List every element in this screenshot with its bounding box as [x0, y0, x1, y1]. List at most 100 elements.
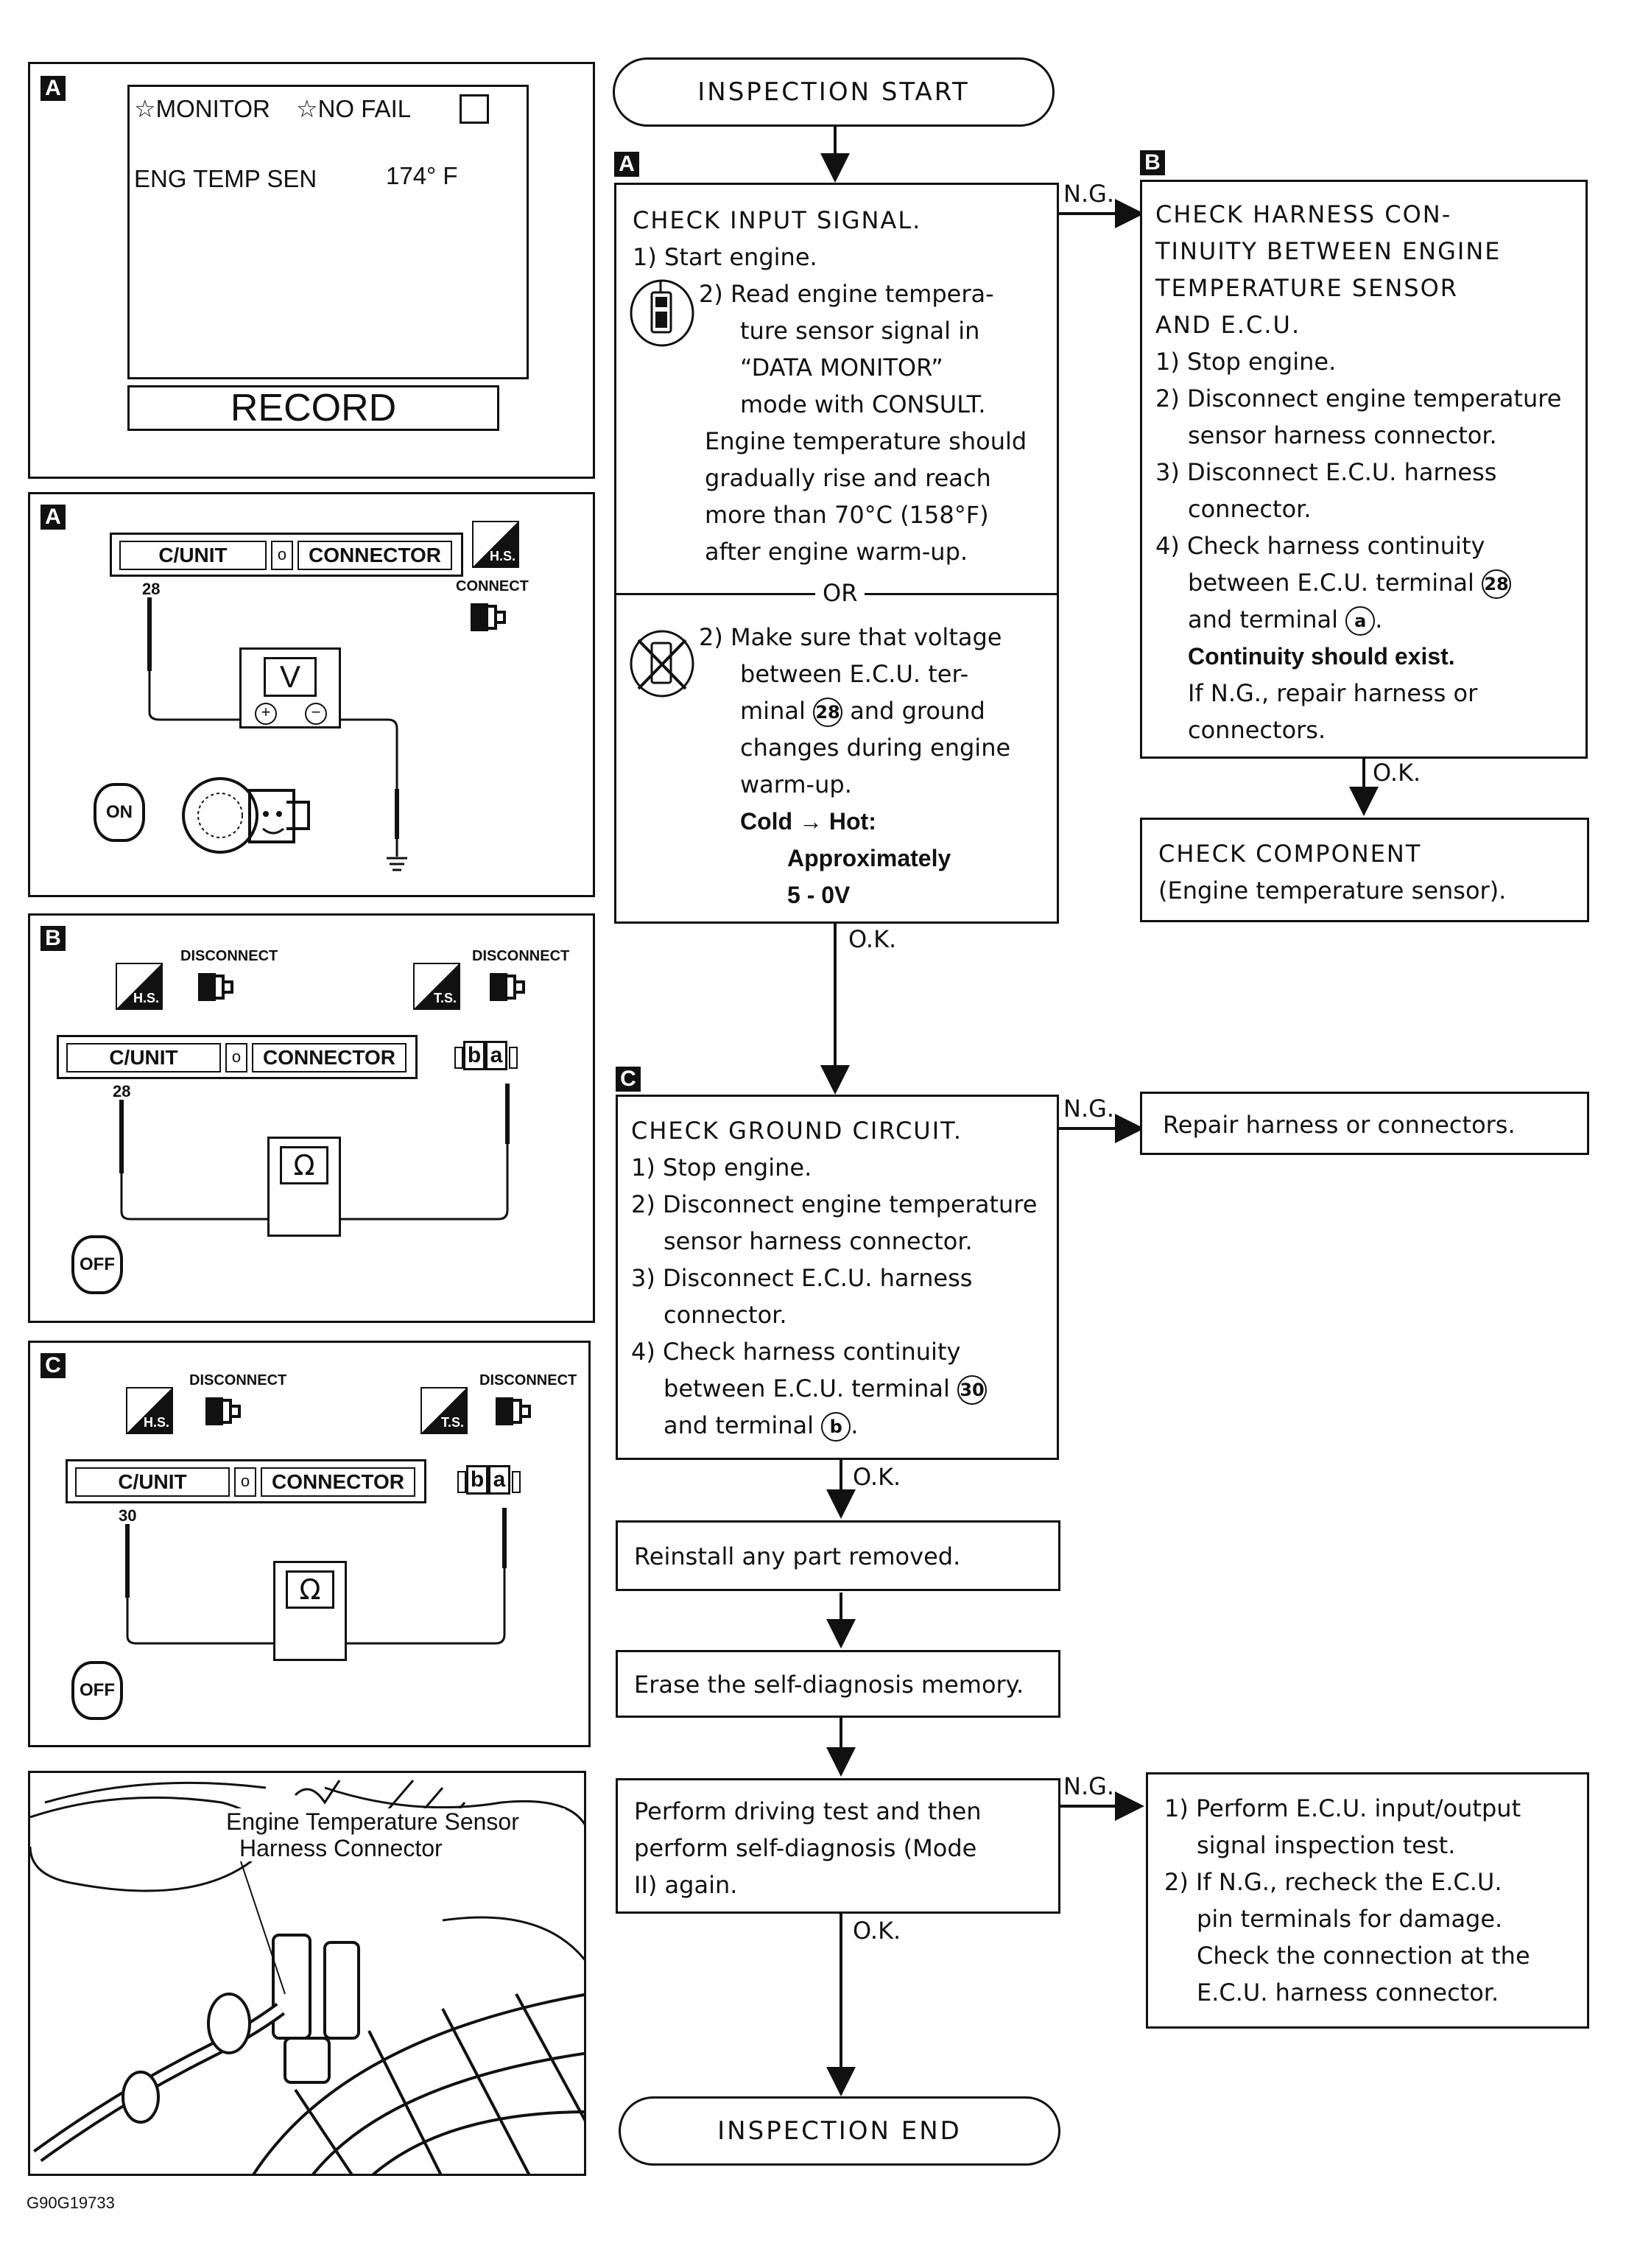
terminal-28-marker: 28: [813, 698, 843, 727]
monitor-header: ☆MONITOR ☆NO FAIL: [134, 94, 411, 123]
terminal-30-marker: 30: [957, 1375, 988, 1405]
step-a-alt3: minal 28 and ground: [740, 693, 985, 729]
ecu-test-line1: 1) Perform E.C.U. input/output: [1164, 1794, 1521, 1822]
step-a-line2a: 2) Read engine tempera-: [699, 280, 994, 308]
ok-label: O.K.: [1373, 759, 1421, 787]
step-c-s4a: 4) Check harness continuity: [631, 1338, 961, 1366]
ignition-key-icon: OFF: [71, 1661, 123, 1720]
figure-id: G90G19733: [27, 2194, 115, 2212]
continuity-panel-c: C H.S. DISCONNECT T.S. DISCONNECT C/UNIT…: [28, 1341, 591, 1747]
terminal-a-marker: a: [1345, 606, 1376, 636]
reinstall-box: Reinstall any part removed.: [616, 1520, 1060, 1591]
step-a-line3b: gradually rise and reach: [705, 464, 991, 492]
ecu-test-box: 1) Perform E.C.U. input/output signal in…: [1146, 1772, 1589, 2029]
hs-icon: H.S.: [472, 521, 519, 568]
step-c-s3a: 3) Disconnect E.C.U. harness: [631, 1264, 973, 1292]
connector-lock: o: [225, 1043, 247, 1072]
step-b-s4b: between E.C.U. terminal 28: [1188, 565, 1512, 601]
cunit-label: C/UNIT: [75, 1467, 230, 1497]
checkbox[interactable]: [460, 94, 489, 124]
terminal-b-marker: b: [821, 1412, 851, 1442]
step-b-s3b: connector.: [1188, 495, 1312, 523]
step-b-s3a: 3) Disconnect E.C.U. harness: [1155, 458, 1497, 486]
pin-a-label: a: [485, 1041, 507, 1070]
step-a-line3c: more than 70°C (158°F): [705, 501, 989, 529]
step-a-alt4: changes during engine: [740, 734, 1011, 762]
pin-b-label: b: [466, 1465, 488, 1495]
step-c-s2a: 2) Disconnect engine temperature: [631, 1190, 1038, 1218]
ok-label: O.K.: [853, 1917, 901, 1945]
ok-label: O.K.: [848, 925, 897, 953]
step-a-alt2: between E.C.U. ter-: [740, 660, 969, 688]
consult-screen: ☆MONITOR ☆NO FAIL ENG TEMP SEN 174° F: [127, 85, 529, 379]
check-component-detail: (Engine temperature sensor).: [1158, 877, 1507, 905]
check-component-box: CHECK COMPONENT (Engine temperature sens…: [1140, 818, 1589, 922]
pin-b-label: b: [463, 1041, 485, 1070]
step-a-tag: A: [614, 152, 639, 177]
minus-terminal-icon: −: [305, 703, 327, 725]
connector-plug-icon: [490, 973, 525, 1001]
connector-plug-icon: [471, 603, 506, 631]
disconnect-label: DISCONNECT: [180, 948, 278, 964]
erase-memory-box: Erase the self-diagnosis memory.: [616, 1650, 1060, 1718]
cunit-label: C/UNIT: [119, 541, 267, 570]
star-icon: ☆: [296, 95, 318, 122]
pin-a-label: a: [488, 1465, 510, 1495]
star-icon: ☆: [134, 95, 156, 122]
ecu-test-line3: 2) If N.G., recheck the E.C.U.: [1164, 1868, 1502, 1896]
check-component-title: CHECK COMPONENT: [1158, 840, 1422, 868]
engine-icon: [182, 777, 310, 854]
voltage-panel: A C/UNIT o CONNECTOR 28 H.S. CONNECT V +…: [28, 492, 595, 897]
ignition-key-icon: ON: [94, 783, 145, 842]
no-consult-icon: [630, 630, 694, 698]
photo-label-line1: Engine Temperature Sensor: [226, 1808, 519, 1835]
record-button[interactable]: RECORD: [127, 385, 499, 431]
step-b-s2b: sensor harness connector.: [1188, 421, 1497, 449]
step-b-title1: CHECK HARNESS CON-: [1155, 200, 1452, 228]
connector-label: CONNECTOR: [261, 1467, 415, 1497]
disconnect-label: DISCONNECT: [479, 1372, 577, 1388]
sensor-connector: b a: [457, 1464, 521, 1499]
ecu-connector: C/UNIT o CONNECTOR: [66, 1459, 426, 1503]
sensor-connector: b a: [454, 1039, 518, 1075]
step-c-s2b: sensor harness connector.: [664, 1227, 973, 1255]
step-a-line1: 1) Start engine.: [633, 243, 817, 271]
monitor-label: MONITOR: [155, 95, 270, 122]
step-a-alt5: warm-up.: [740, 770, 852, 798]
hs-icon: H.S.: [126, 1387, 173, 1434]
ts-icon: T.S.: [413, 963, 460, 1010]
plus-terminal-icon: +: [255, 703, 277, 725]
step-a-line2d: mode with CONSULT.: [740, 390, 986, 418]
inspection-end: INSPECTION END: [619, 2096, 1060, 2166]
step-b-s4a: 4) Check harness continuity: [1155, 532, 1485, 560]
or-label: OR: [815, 575, 865, 611]
step-b-title2: TINUITY BETWEEN ENGINE: [1155, 237, 1502, 265]
continuity-panel-b: B H.S. DISCONNECT T.S. DISCONNECT C/UNIT…: [28, 913, 595, 1323]
connector-plug-icon: [496, 1397, 531, 1425]
voltmeter-symbol: V: [264, 657, 317, 697]
photo-label-line2: Harness Connector: [239, 1835, 443, 1861]
ohmmeter: Ω: [273, 1561, 347, 1661]
connector-label: CONNECTOR: [252, 1043, 406, 1072]
step-a-line2b: ture sensor signal in: [740, 317, 980, 345]
repair-box: Repair harness or connectors.: [1140, 1092, 1589, 1155]
step-c-s1: 1) Stop engine.: [631, 1154, 812, 1182]
photo-label: Engine Temperature Sensor Harness Connec…: [226, 1808, 565, 1861]
step-b-s6a: If N.G., repair harness or: [1188, 679, 1478, 707]
step-c-box: CHECK GROUND CIRCUIT. 1) Stop engine. 2)…: [616, 1095, 1059, 1460]
driving-test-box: Perform driving test and then perform se…: [616, 1778, 1060, 1914]
step-b-s6b: connectors.: [1188, 716, 1326, 744]
monitor-panel: A ☆MONITOR ☆NO FAIL ENG TEMP SEN 174° F …: [28, 62, 595, 479]
engine-bay-illustration: [30, 1780, 584, 2174]
step-b-s2a: 2) Disconnect engine temperature: [1155, 385, 1562, 412]
ecu-test-line6: E.C.U. harness connector.: [1197, 1979, 1499, 2007]
probe-wiring: [119, 1084, 510, 1221]
step-c-tag: C: [616, 1067, 641, 1092]
ohmmeter-symbol: Ω: [286, 1570, 334, 1609]
ecu-test-line2: signal inspection test.: [1197, 1831, 1456, 1859]
step-b-title4: AND E.C.U.: [1155, 311, 1301, 339]
step-b-box: CHECK HARNESS CON- TINUITY BETWEEN ENGIN…: [1140, 180, 1588, 759]
step-a-line3d: after engine warm-up.: [705, 538, 968, 566]
ohmmeter: Ω: [267, 1137, 341, 1237]
ecu-connector: C/UNIT o CONNECTOR: [57, 1035, 418, 1079]
